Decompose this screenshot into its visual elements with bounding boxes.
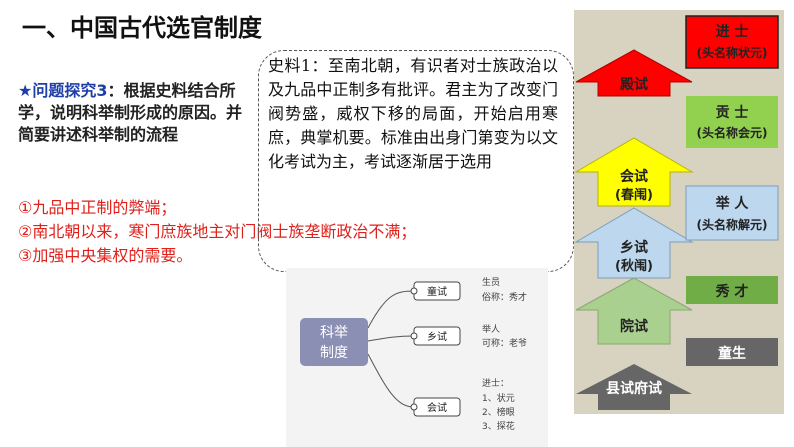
question-prompt: ★问题探究3：根据史料结合所学，说明科举制形成的原因。并简要讲述科举制的流程 (18, 80, 248, 146)
ladder-box-level-2 (686, 276, 778, 304)
title-sublabel: (头名称状元) (697, 45, 768, 60)
mindmap-connector (367, 335, 415, 342)
keju-mindmap: 科举 制度 童试 生员 俗称：秀才 乡试 举人 可称：老爷 会试 进士： 1、状… (286, 268, 548, 447)
mindmap-root-node (300, 318, 368, 366)
exam-sublabel: (春闱) (615, 187, 653, 203)
question-text: ：根据史料结合所学，说明科举制形成的原因。并简要讲述科举制的流程 (18, 81, 243, 144)
title-label: 秀 才 (715, 283, 749, 300)
mindmap-note: 3、探花 (482, 420, 515, 432)
source-text: 史料1：至南北朝，有识者对士族政治以及九品中正制多有批评。君主为了改变门阀势盛，… (268, 56, 558, 171)
mindmap-root-label: 制度 (320, 345, 348, 361)
mindmap-junction (410, 403, 418, 411)
answer-item: ③加强中央集权的需要。 (18, 246, 193, 265)
exam-label: 殿试 (619, 76, 648, 93)
mindmap-connector (367, 290, 415, 329)
mindmap-note: 生员 (482, 276, 500, 288)
ladder-arrow-level-1 (576, 364, 692, 410)
ladder-box-level-1 (686, 338, 778, 366)
answer-item: ①九品中正制的弊端； (18, 198, 177, 217)
exam-ladder-diagram: 县试府试 童生 院试 秀 才 乡试 (秋闱) 举 人 (头名称解元) 会试 (春… (574, 10, 784, 414)
ladder-arrow-level-4 (574, 137, 694, 207)
exam-label: 会试 (620, 168, 648, 185)
mindmap-note: 进士： (482, 377, 509, 389)
ladder-arrow-level-5 (575, 49, 693, 97)
mindmap-root-label: 科举 (320, 325, 348, 341)
mindmap-branch-label: 会试 (427, 401, 447, 414)
question-label: ★问题探究3 (18, 81, 108, 100)
title-label: 进 士 (716, 23, 749, 40)
mindmap-note: 2、榜眼 (482, 406, 515, 418)
mindmap-junction (410, 287, 418, 295)
exam-label: 县试府试 (606, 380, 662, 397)
ladder-box-level-4 (686, 96, 778, 148)
ladder-box-level-3 (685, 185, 779, 241)
answer-item: ②南北朝以来，寒门庶族地主对门阀士族垄断政治不满； (18, 222, 417, 241)
ladder-arrow-level-3 (574, 207, 694, 279)
mindmap-branch-label: 童试 (427, 285, 447, 298)
exam-label: 乡试 (620, 239, 648, 256)
mindmap-junction (410, 332, 418, 340)
ladder-arrow-level-2 (575, 277, 693, 345)
page-title: 一、中国古代选官制度 (22, 14, 262, 42)
title-sublabel: (头名称会元) (697, 125, 768, 140)
mindmap-note: 俗称：秀才 (482, 291, 527, 303)
title-label: 贡 士 (716, 104, 749, 121)
exam-sublabel: (秋闱) (615, 258, 653, 274)
exam-label: 院试 (620, 318, 648, 335)
title-label: 童生 (718, 345, 746, 362)
title-label: 举 人 (715, 195, 750, 212)
answer-list: ①九品中正制的弊端； ②南北朝以来，寒门庶族地主对门阀士族垄断政治不满； ③加强… (18, 196, 416, 268)
mindmap-branch-label: 乡试 (427, 330, 447, 343)
ladder-box-level-5 (685, 15, 779, 69)
title-sublabel: (头名称解元) (697, 217, 768, 232)
mindmap-note: 可称：老爷 (482, 337, 527, 349)
mindmap-note: 1、状元 (482, 392, 515, 404)
mindmap-note: 举人 (482, 323, 500, 335)
mindmap-connector (367, 353, 415, 408)
